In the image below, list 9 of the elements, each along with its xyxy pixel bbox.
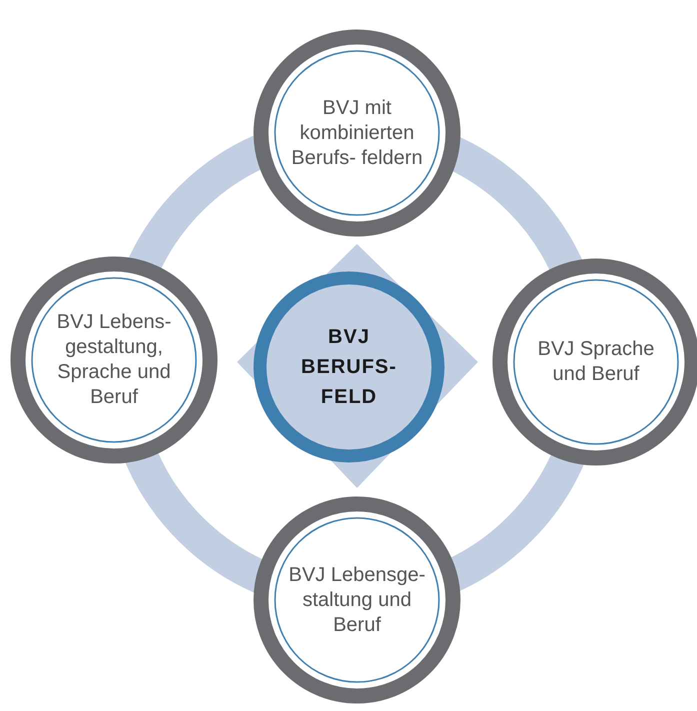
circle-label: BVJ Sprache und Beruf: [536, 337, 656, 387]
circle-label: BVJ Lebens- gestaltung, Sprache und Beruf: [56, 310, 172, 410]
circle-label: BVJ Lebensge- staltung und Beruf: [288, 562, 426, 638]
center-circle: [253, 271, 445, 463]
circle-label: BVJ BERUFS- FELD: [300, 325, 398, 410]
category-circle: [10, 256, 218, 464]
category-circle: [253, 29, 461, 237]
category-circle: [253, 496, 461, 704]
circle-label: BVJ mit kombinierten Berufs- feldern: [290, 96, 424, 170]
